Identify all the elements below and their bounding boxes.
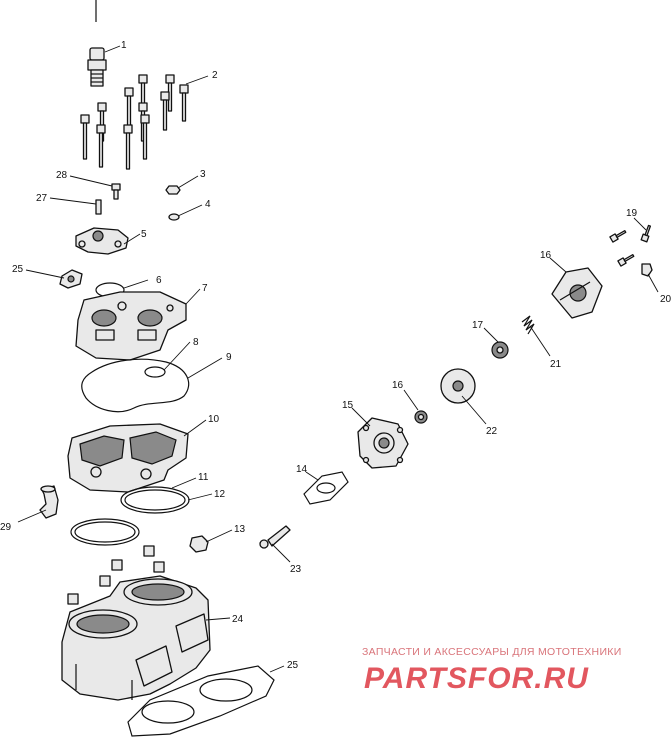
part-28-screw [111, 183, 121, 200]
part-23-stud [259, 525, 291, 549]
part-18-pump-cover [551, 267, 603, 319]
callout-4: 4 [205, 199, 211, 210]
callout-10: 10 [208, 414, 220, 425]
leader-lines [17, 45, 659, 673]
callout-25-lower: 25 [287, 660, 299, 671]
part-7-head-cover [75, 291, 187, 361]
part-5-thermostat-housing [75, 227, 129, 255]
part-19-bolts [609, 224, 652, 267]
callout-29: 29 [0, 522, 12, 533]
callout-6: 6 [156, 275, 162, 286]
callout-16-lower: 16 [392, 380, 404, 391]
callout-5: 5 [141, 229, 147, 240]
part-10-cylinder-head [67, 423, 189, 493]
watermark-subtitle: ЗАПЧАСТИ И АКСЕССУАРЫ ДЛЯ МОТОТЕХНИКИ [362, 646, 622, 658]
part-11-head-seal [70, 518, 140, 546]
part-16-seal [414, 410, 428, 424]
part-4-washer [168, 213, 180, 221]
part-15-pump-housing [357, 417, 409, 469]
part-8-small-o-ring [144, 366, 166, 378]
callout-21: 21 [550, 359, 562, 370]
part-24-cylinder-block [61, 545, 211, 701]
part-25-fitting-upper [59, 269, 83, 289]
callout-20: 20 [660, 294, 672, 305]
callout-12: 12 [214, 489, 226, 500]
callout-9: 9 [226, 352, 232, 363]
part-1-sensor [87, 47, 107, 87]
callout-15: 15 [342, 400, 354, 411]
callout-14: 14 [296, 464, 308, 475]
part-14-gasket [303, 471, 349, 505]
callout-24: 24 [232, 614, 244, 625]
watermark-brand: PARTSFOR.RU [364, 662, 589, 695]
part-25-base-gasket [127, 665, 275, 737]
part-12-head-seal [120, 486, 190, 514]
callout-7: 7 [202, 283, 208, 294]
part-21-spring [521, 315, 535, 335]
part-22-impeller [440, 368, 476, 404]
watermark: ЗАПЧАСТИ И АКСЕССУАРЫ ДЛЯ МОТОТЕХНИКИ PA… [362, 646, 622, 695]
callout-8: 8 [193, 337, 199, 348]
callout-22: 22 [486, 426, 498, 437]
callout-3: 3 [200, 169, 206, 180]
part-20-washer [641, 263, 653, 277]
callout-11: 11 [198, 472, 209, 483]
part-2-head-bolts [80, 74, 189, 170]
callout-17: 17 [472, 320, 484, 331]
callout-13: 13 [234, 524, 246, 535]
callout-23: 23 [290, 564, 302, 575]
callout-16-upper: 16 [540, 250, 552, 261]
callout-2: 2 [212, 70, 218, 81]
callout-27: 27 [36, 193, 48, 204]
callout-labels: 1 2 3 4 5 6 7 8 9 10 11 12 13 14 15 16 1… [0, 40, 672, 671]
callout-28: 28 [56, 170, 68, 181]
callout-25-upper: 25 [12, 264, 24, 275]
part-13-nut [189, 535, 209, 553]
part-9-gasket [81, 358, 190, 413]
part-29-elbow-fitting [39, 485, 59, 519]
callout-19: 19 [626, 208, 638, 219]
part-27-pin [95, 199, 102, 215]
callout-1: 1 [121, 40, 127, 51]
part-3-nut [165, 185, 181, 195]
part-17-bearing [491, 341, 509, 359]
